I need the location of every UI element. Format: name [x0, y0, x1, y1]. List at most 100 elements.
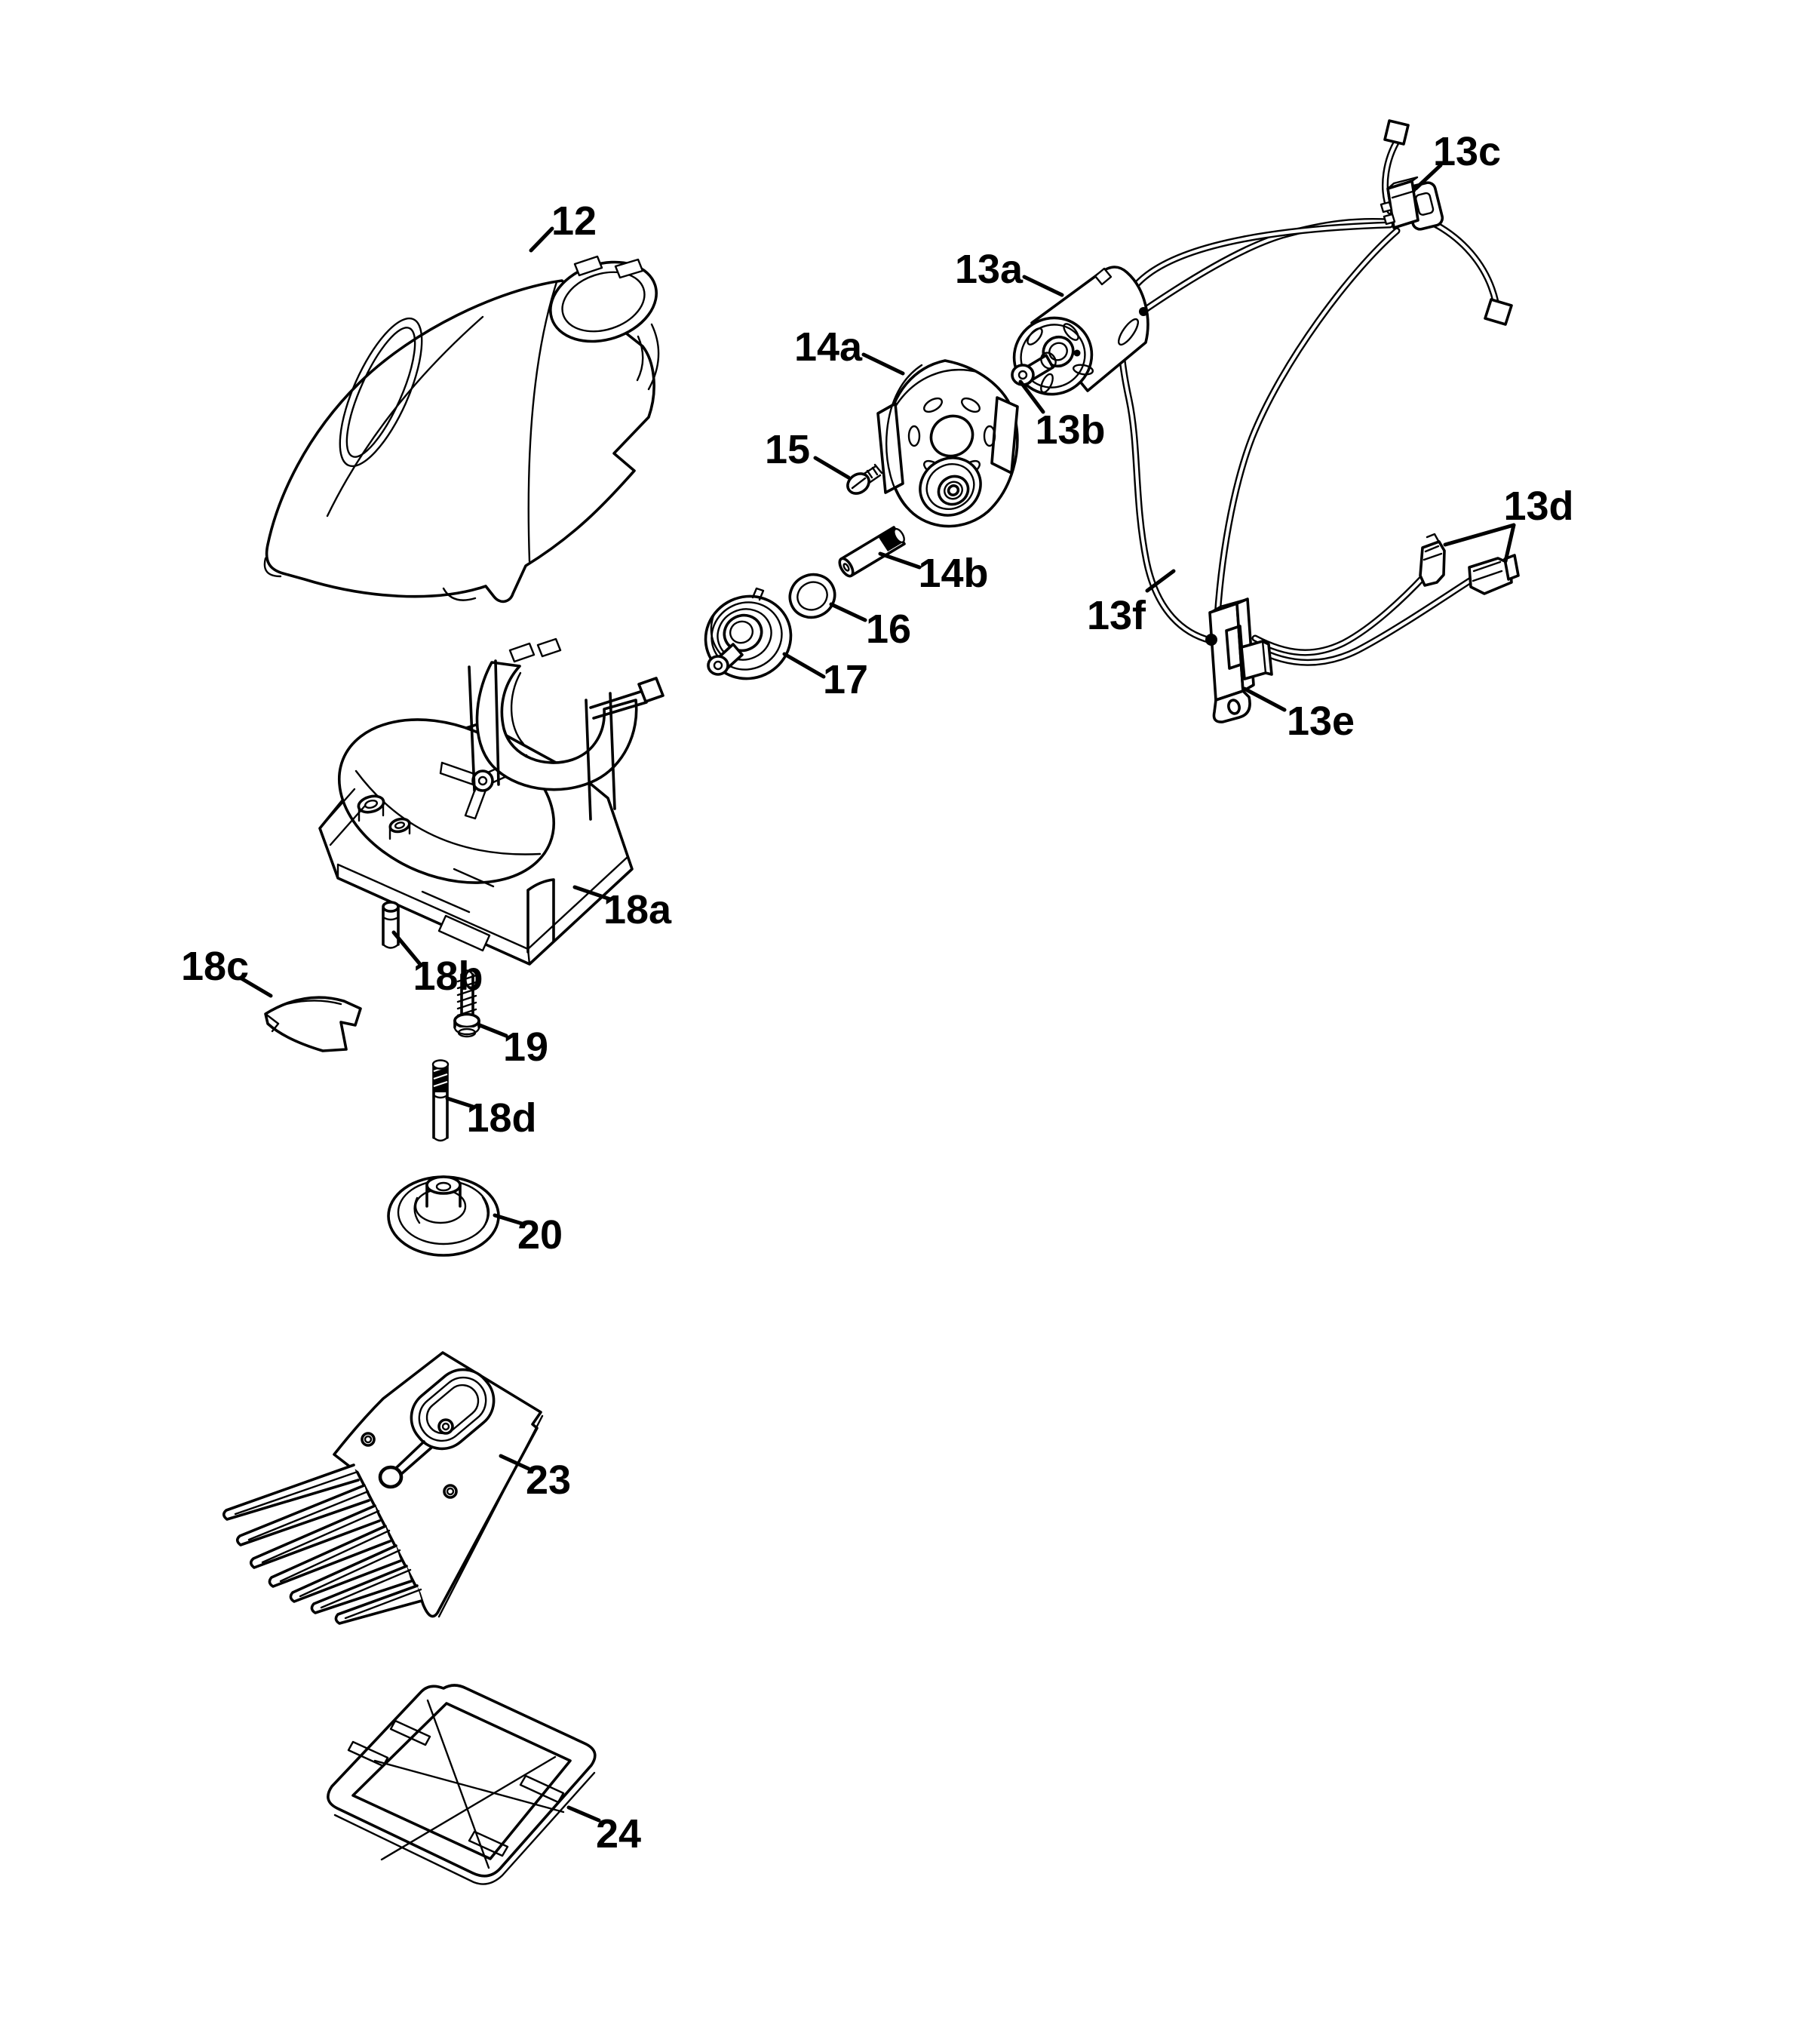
- bracket-wire-joint: [1205, 634, 1217, 646]
- wire-switch-to-bracket: [1213, 227, 1401, 633]
- screw19-washer: [457, 1027, 477, 1038]
- part-24-base-plate: [327, 1684, 597, 1885]
- collar-inner: [561, 271, 646, 333]
- pin18b-sides: [382, 907, 400, 946]
- callout-17: 17: [823, 657, 868, 702]
- callout-19: 19: [503, 1024, 548, 1070]
- screw15-shaft: [861, 463, 883, 485]
- part-18d-shaft: [431, 1059, 450, 1142]
- part-18b-pin: [382, 901, 400, 949]
- base-latch-hook: [637, 677, 664, 703]
- base-post-2-hole: [394, 822, 406, 829]
- leader-13d-2: [1503, 523, 1516, 564]
- blade-obround-inner: [425, 1384, 480, 1435]
- leader-19: [477, 1023, 508, 1038]
- screw19-head-top: [453, 1012, 480, 1029]
- base-ribs: [421, 868, 495, 914]
- leader-17: [782, 652, 826, 679]
- callout-14b: 14b: [918, 551, 988, 596]
- ring-outer: [788, 573, 836, 619]
- pin14b-end: [838, 557, 855, 578]
- housing-creases: [263, 281, 660, 601]
- callout-18b: 18b: [413, 954, 483, 999]
- plate-hub-hole: [947, 484, 960, 496]
- tray-slots: [347, 1719, 565, 1857]
- cam-stub-end: [707, 655, 729, 676]
- callout-12: 12: [551, 198, 597, 244]
- callout-18d: 18d: [466, 1095, 536, 1141]
- part-12-housing-cover: [263, 255, 660, 604]
- pinion-bushing-hole: [1017, 370, 1028, 380]
- cam-spiral-arc: [710, 614, 724, 658]
- wire-bracket-to-terminal-1: [1251, 571, 1429, 656]
- bracket-button-block: [1240, 640, 1273, 680]
- pin14b-tip: [893, 527, 905, 544]
- leader-18d: [445, 1096, 475, 1109]
- screw15-slot: [851, 477, 867, 490]
- part-16-ring: [788, 573, 836, 619]
- wire-switch-right-lead: [1420, 215, 1499, 306]
- part-13e-bracket: [1205, 597, 1273, 723]
- switch-body-top: [1386, 176, 1419, 199]
- leader-13b: [1018, 379, 1045, 414]
- callout-labels: 12 13a 13b 13c 13d 13e 13f 14a 14b 15 16…: [181, 129, 1574, 1857]
- disc-hub-sides: [425, 1184, 462, 1208]
- callout-23: 23: [526, 1457, 571, 1503]
- collar-tabs: [573, 255, 644, 279]
- leader-13a: [1022, 275, 1064, 297]
- callout-24: 24: [596, 1811, 641, 1857]
- leader-14b: [878, 551, 922, 570]
- plate-hub-ring: [944, 481, 963, 500]
- wiring-harness: [1117, 135, 1499, 666]
- base-post-2-sides: [388, 820, 411, 840]
- leader-13f: [1145, 569, 1176, 593]
- leader-13e: [1242, 686, 1287, 712]
- cam-ring-5: [729, 620, 754, 644]
- leader-13d-1: [1443, 523, 1516, 547]
- blade-boss: [437, 1418, 454, 1435]
- blade-lever-arm: [394, 1440, 433, 1476]
- wire-bracket-to-terminal-2-core: [1254, 574, 1479, 665]
- motor-body: [1030, 266, 1149, 392]
- leader-15: [813, 456, 851, 480]
- terminal-2-detail: [1472, 561, 1503, 582]
- leader-14a: [861, 352, 905, 376]
- motor-face-vent-4: [1040, 373, 1054, 394]
- motor-hub-inner: [1048, 342, 1068, 361]
- base-wall-tabs: [508, 637, 562, 663]
- plate-slot-1: [983, 425, 996, 447]
- leader-24: [566, 1805, 601, 1823]
- switch-button: [1414, 192, 1435, 216]
- plate-boss-ring: [925, 463, 975, 510]
- wire-bracket-to-terminal-1-core: [1253, 573, 1428, 655]
- part-14b-pin: [838, 526, 906, 578]
- guard-details: [264, 1000, 342, 1033]
- blade-tooth-bevels: [234, 1470, 422, 1620]
- cam-ring-2: [711, 601, 783, 671]
- plate-hub-outer: [937, 475, 970, 506]
- leader-23: [499, 1454, 531, 1471]
- pinion-step: [1040, 352, 1057, 370]
- leader-20: [493, 1213, 524, 1226]
- plate-left-edge: [885, 364, 923, 509]
- disc-hub-top: [425, 1175, 462, 1195]
- blade-obround-mid: [418, 1376, 487, 1442]
- plate-slot-5: [923, 397, 943, 413]
- leader-18a: [572, 885, 612, 901]
- pin18b-top: [382, 901, 400, 913]
- shaft18d-details: [432, 1094, 449, 1142]
- base-saddle-arc: [510, 671, 525, 745]
- blade-lever-ball: [378, 1465, 404, 1489]
- callout-13f: 13f: [1087, 593, 1146, 638]
- motor-face-vent-2: [1063, 323, 1079, 341]
- motor-face-hole-2: [1073, 349, 1081, 357]
- pin14b-end-hole: [842, 563, 850, 572]
- part-20-cam-disc: [387, 1175, 500, 1257]
- callout-16: 16: [866, 607, 911, 652]
- wire-switch-right-lead-core: [1422, 217, 1498, 304]
- motor-face-vent-1: [1027, 327, 1043, 346]
- terminal-1-tab: [1426, 533, 1440, 542]
- terminal-2-tab: [1503, 554, 1520, 581]
- part-13d-terminals: [1419, 533, 1520, 595]
